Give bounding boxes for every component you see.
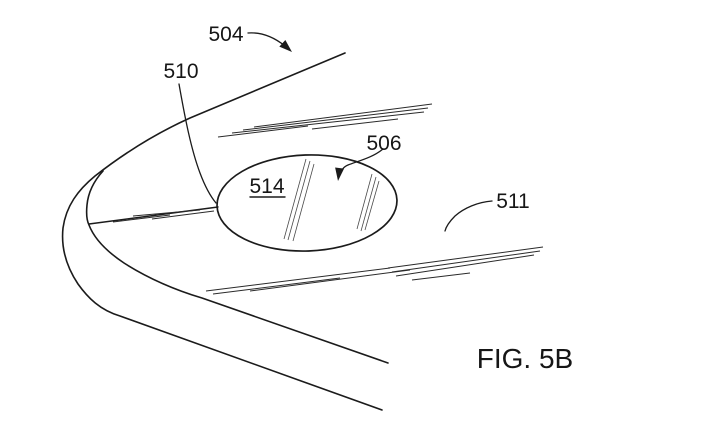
arrowhead-506-icon: [335, 167, 345, 181]
figure-caption: FIG. 5B: [477, 343, 573, 374]
device-inner-edge-line: [85, 170, 389, 364]
corner-shading-lines: [112, 209, 215, 223]
leader-line-511: [444, 200, 493, 232]
device-outer-edge-line: [61, 52, 383, 411]
surface-crease-line: [88, 206, 219, 225]
lower-shading-lines: [205, 246, 544, 295]
upper-shading-lines: [217, 103, 433, 138]
ellipse-reflection-lines-right: [356, 173, 380, 232]
ref-numeral-506: 506: [366, 132, 401, 155]
arrowhead-504-icon: [279, 39, 292, 52]
ref-numeral-514: 514: [249, 175, 284, 198]
ref-numeral-510: 510: [163, 60, 198, 83]
ref-numeral-511: 511: [496, 190, 529, 213]
ref-numeral-504: 504: [208, 23, 243, 46]
leader-line-504: [247, 32, 286, 47]
elliptical-region-outline: [216, 154, 398, 252]
leader-line-510: [178, 83, 217, 204]
ellipse-reflection-lines-left: [283, 158, 315, 242]
